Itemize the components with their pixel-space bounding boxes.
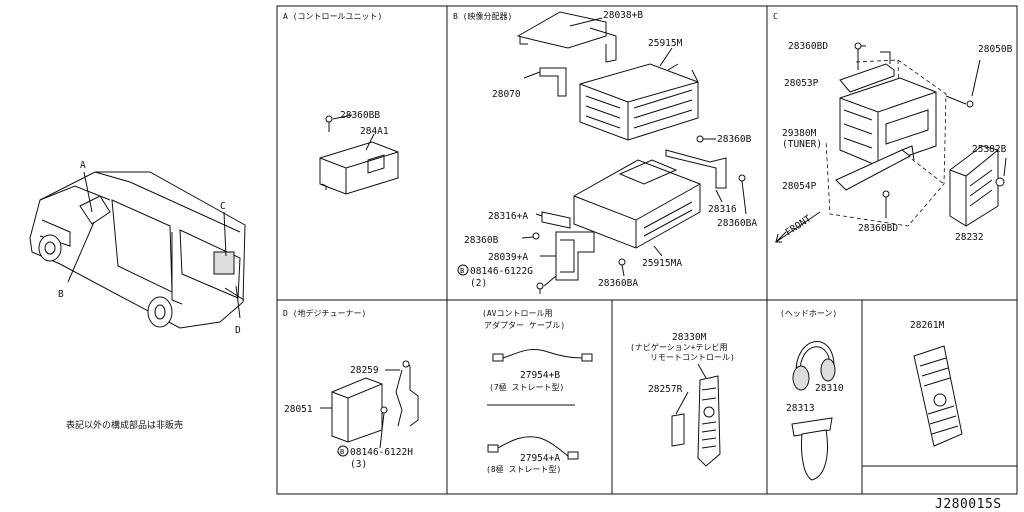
part-28051: 28051 — [284, 404, 313, 415]
part-28310: 28310 — [815, 383, 844, 394]
vehicle-callout-lines — [67, 171, 241, 319]
part-28039a: 28039+A — [488, 252, 528, 263]
part-28054p: 28054P — [782, 181, 817, 192]
bolt-symbol-d-letter: B — [340, 448, 344, 456]
panel-grid — [276, 5, 1018, 495]
part-08146-6122h: 08146-6122H — [350, 447, 413, 458]
section-e-header-line2: アダプター ケーブル) — [484, 320, 565, 330]
section-b-header: B (映像分配器) — [453, 11, 512, 21]
part-27954a-desc: (8極 ストレート型) — [486, 464, 561, 474]
vehicle-callout-b: B — [58, 289, 64, 300]
part-28330m: 28330M — [672, 332, 707, 343]
part-28232: 28232 — [955, 232, 984, 243]
digital-tuner-drawing — [320, 360, 419, 449]
part-28330m-desc2: リモートコントロール) — [650, 353, 735, 362]
part-28360ba-bottom: 28360BA — [598, 278, 638, 289]
part-27954b: 27954+B — [520, 370, 560, 381]
vehicle-callout-a: A — [80, 160, 86, 171]
bolt-symbol-b-letter: B — [460, 267, 464, 275]
part-28360ba-right: 28360BA — [717, 218, 757, 229]
part-29380m: 29380M — [782, 128, 817, 139]
part-28360bd-bottom: 28360BD — [858, 223, 898, 234]
vehicle-illustration — [29, 171, 246, 329]
part-28070: 28070 — [492, 89, 521, 100]
section-a-header: A (コントロールユニット) — [283, 12, 382, 21]
part-28261m: 28261M — [910, 320, 945, 331]
bolt-symbol-d: B — [337, 445, 349, 457]
part-08146-6122g-qty: (2) — [470, 278, 487, 289]
part-27954a: 27954+A — [520, 453, 560, 464]
part-28360bb: 28360BB — [340, 110, 380, 121]
part-28316: 28316 — [708, 204, 737, 215]
part-25915m: 25915M — [648, 38, 683, 49]
part-28360b: 28360B — [717, 134, 752, 145]
headphones-drawing — [791, 340, 836, 481]
part-28038b: 28038+B — [603, 10, 643, 21]
part-28050b: 28050B — [978, 44, 1013, 55]
part-27954b-desc: (7極 ストレート型) — [489, 382, 564, 392]
part-28257r: 28257R — [648, 384, 683, 395]
part-28330m-desc1: (ナビゲーション+テレビ用 — [630, 342, 727, 352]
tuner-assembly-drawing — [774, 42, 1007, 243]
diagram-reference-code: J280015S — [935, 497, 1002, 512]
part-08146-6122h-qty: (3) — [350, 459, 367, 470]
section-g-header: (ヘッドホーン) — [780, 309, 837, 318]
part-28316a: 28316+A — [488, 211, 528, 222]
part-28360b-left: 28360B — [464, 235, 499, 246]
control-unit-drawing — [319, 114, 399, 195]
part-28259: 28259 — [350, 365, 379, 376]
part-28360bd-top: 28360BD — [788, 41, 828, 52]
front-direction-label: FRONT — [784, 213, 814, 238]
adapter-cables-drawing — [487, 349, 593, 460]
vehicle-callout-d: D — [235, 325, 241, 336]
video-distributor-drawing — [516, 11, 747, 294]
remote-control-drawing — [671, 363, 721, 467]
part-25915ma: 25915MA — [642, 258, 682, 269]
part-25382b: 25382B — [972, 144, 1007, 155]
part-28053p: 28053P — [784, 78, 819, 89]
part-284a1: 284A1 — [360, 126, 389, 137]
vehicle-callout-c: C — [220, 201, 226, 212]
section-c-header: C — [773, 12, 778, 21]
part-08146-6122g: 08146-6122G — [470, 266, 533, 277]
bolt-symbol-b: B — [457, 264, 469, 276]
non-sale-note: 表記以外の構成部品は非販売 — [66, 419, 183, 431]
section-e-header-line1: (AVコントロール用 — [482, 309, 552, 318]
part-tuner-label: (TUNER) — [782, 139, 822, 150]
rear-remote-drawing — [913, 345, 963, 447]
section-d-header: D (地デジチューナー) — [283, 308, 366, 318]
part-28313: 28313 — [786, 403, 815, 414]
